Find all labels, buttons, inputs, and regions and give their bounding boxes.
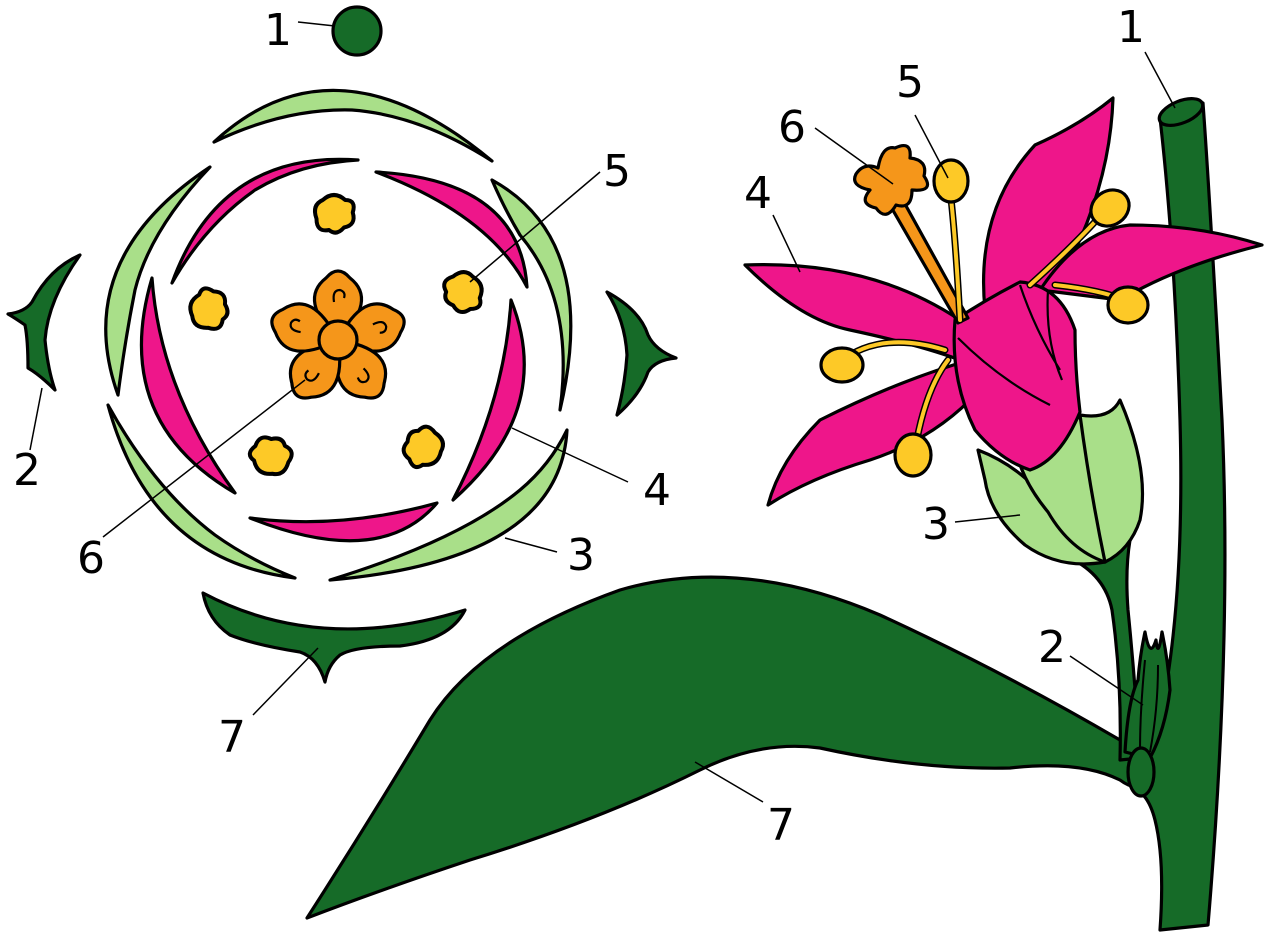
leader-leaf — [695, 762, 763, 802]
label-bracteole: 2 — [13, 445, 41, 496]
label-pistil: 6 — [77, 533, 105, 584]
leader-stem — [1145, 52, 1175, 108]
label-stamens: 5 — [603, 146, 631, 197]
label-petals: 4 — [744, 168, 772, 219]
label-stem: 1 — [1117, 2, 1145, 53]
label-bracteole: 2 — [1038, 622, 1066, 673]
stamen — [244, 429, 297, 482]
label-stamens: 5 — [896, 57, 924, 108]
stamen — [439, 268, 487, 316]
petal — [768, 360, 970, 505]
petal — [453, 300, 524, 500]
label-axis: 1 — [264, 5, 292, 56]
stamen — [185, 285, 233, 333]
pistil — [265, 271, 411, 410]
node-joint — [1128, 748, 1154, 796]
label-calyx: 3 — [922, 499, 950, 550]
bracteole-right — [607, 292, 676, 415]
ovary-center — [319, 321, 357, 359]
anther — [821, 348, 863, 382]
flower-illustration: 1 2 3 4 5 6 7 — [307, 2, 1262, 930]
axis-circle — [333, 7, 381, 55]
label-leaf: 7 — [767, 800, 795, 851]
leader-axis — [298, 22, 335, 26]
label-sepals: 3 — [567, 530, 595, 581]
leader-sepal — [505, 538, 557, 552]
stigma — [855, 146, 928, 215]
stamen — [397, 421, 450, 474]
label-bract: 7 — [218, 712, 246, 763]
label-pistil: 6 — [778, 102, 806, 153]
label-petals: 4 — [643, 465, 671, 516]
sepal — [214, 90, 492, 161]
bract-shape — [203, 593, 465, 682]
leader-bract — [253, 648, 318, 715]
anther — [934, 160, 968, 202]
bracteole-left — [8, 255, 80, 390]
petal — [250, 503, 437, 541]
leader-bracteole — [30, 388, 42, 450]
anther — [1108, 287, 1148, 323]
anther — [895, 434, 931, 476]
stamen — [315, 195, 354, 233]
sepal — [108, 405, 295, 578]
sepal — [330, 430, 567, 580]
leader-petal — [512, 428, 628, 482]
